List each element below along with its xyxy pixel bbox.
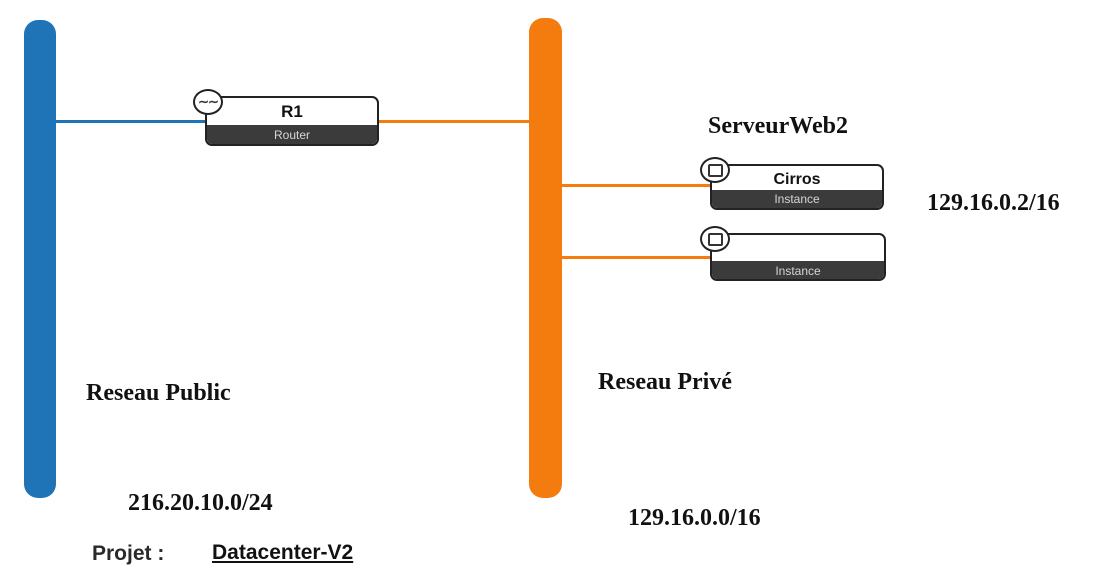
instance-node-cirros[interactable]: Cirros Instance [710,164,884,210]
instance2-private-link [562,256,712,259]
router-type-label: Router [207,124,377,144]
router-public-link [56,120,208,123]
public-network-label: Reseau Public [86,380,231,406]
project-prefix-label: Projet : [92,542,165,565]
instance1-private-link [562,184,712,187]
router-private-link [378,120,529,123]
router-node[interactable]: R1 Router [205,96,379,146]
router-icon: ∼∼ [193,89,223,115]
private-network-cidr: 129.16.0.0/16 [628,505,761,531]
server-ip-label: 129.16.0.2/16 [927,190,1060,216]
instance-type-label: Instance [712,260,884,279]
router-name: R1 [281,102,303,121]
instance-node-2[interactable]: Instance [710,233,886,281]
private-network-bar[interactable] [529,18,562,498]
server-name-label: ServeurWeb2 [708,113,848,139]
private-network-label: Reseau Privé [598,369,732,395]
instance-icon [700,157,730,183]
public-network-cidr: 216.20.10.0/24 [128,490,273,516]
instance-type-label: Instance [712,190,882,208]
public-network-bar[interactable] [24,20,56,498]
instance-icon [700,226,730,252]
instance-name [712,235,884,261]
instance-name: Cirros [773,171,821,188]
project-name-label: Datacenter-V2 [212,541,354,564]
